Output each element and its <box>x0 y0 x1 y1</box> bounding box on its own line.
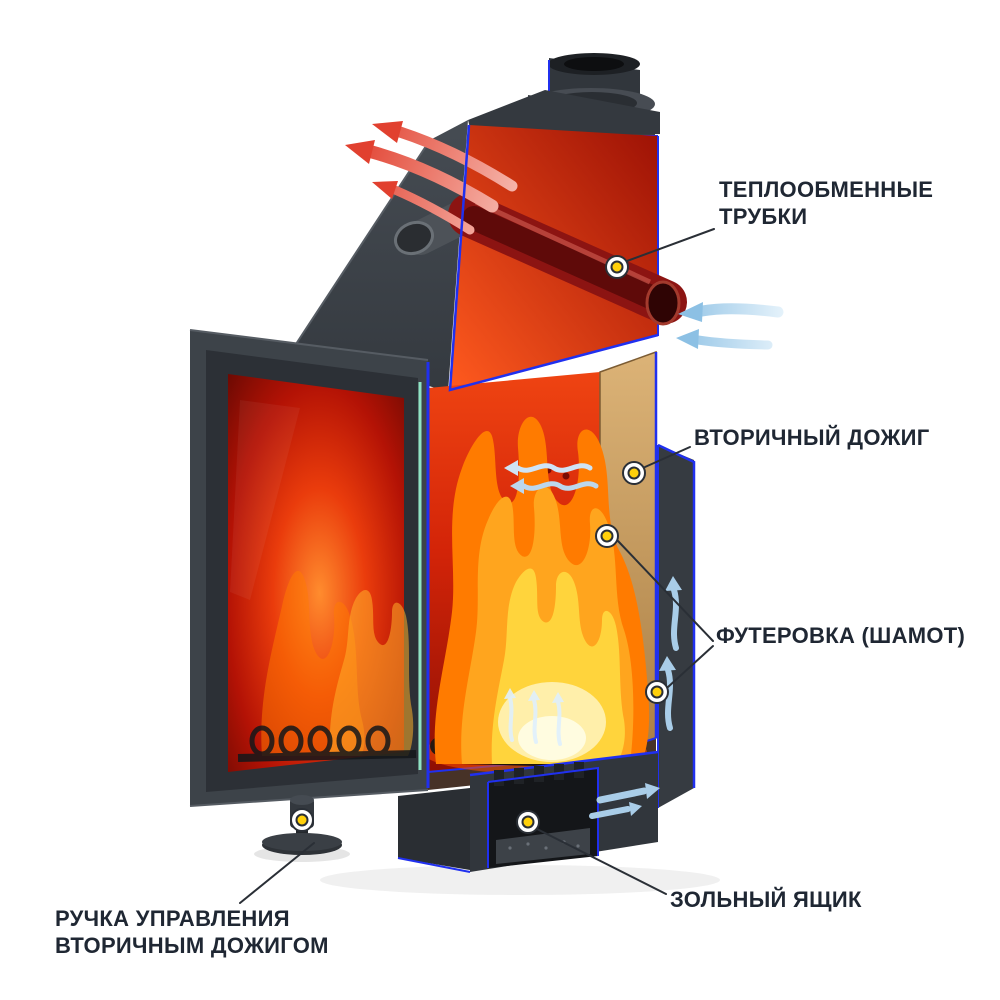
rising-air-arrows <box>504 688 564 746</box>
label-ash-box: ЗОЛЬНЫЙ ЯЩИК <box>670 886 862 913</box>
secondary-air-arrows <box>504 460 599 494</box>
label-line: ВТОРИЧНЫМ ДОЖИГОМ <box>55 933 329 958</box>
label-line: ЗОЛЬНЫЙ ЯЩИК <box>670 887 862 912</box>
ash-box <box>487 762 599 868</box>
callout-marker-heat-tubes <box>605 255 629 279</box>
label-line: ВТОРИЧНЫЙ ДОЖИГ <box>694 425 930 450</box>
hood-left-panel <box>295 120 468 392</box>
leader-lines <box>239 228 715 904</box>
label-afterburn-control-handle: РУЧКА УПРАВЛЕНИЯ ВТОРИЧНЫМ ДОЖИГОМ <box>55 905 329 959</box>
label-secondary-afterburn: ВТОРИЧНЫЙ ДОЖИГ <box>694 424 930 451</box>
callout-marker-handle <box>290 808 314 832</box>
label-heat-exchange-tubes: ТЕПЛООБМЕННЫЕ ТРУБКИ <box>719 176 933 230</box>
callout-marker-ash-box <box>516 810 540 834</box>
flames <box>434 416 650 764</box>
callout-marker-secondary-afterburn <box>622 461 646 485</box>
callout-marker-chamotte-lower <box>645 680 669 704</box>
convection-up-arrows <box>659 576 682 731</box>
base-airflow-arrows <box>589 783 660 819</box>
door-glass <box>228 374 422 772</box>
heat-exchange-tube <box>394 193 687 326</box>
label-line: ФУТЕРОВКА (ШАМОТ) <box>716 623 966 648</box>
cold-air-in-arrows <box>676 302 784 350</box>
label-line: РУЧКА УПРАВЛЕНИЯ <box>55 906 290 931</box>
grate-curls <box>237 725 417 762</box>
label-line: ТЕПЛООБМЕННЫЕ <box>719 177 934 202</box>
callout-marker-chamotte-upper <box>595 524 619 548</box>
label-lining-chamotte: ФУТЕРОВКА (ШАМОТ) <box>716 622 965 649</box>
front-cut-edge <box>426 124 659 788</box>
label-line: ТРУБКИ <box>719 204 808 229</box>
